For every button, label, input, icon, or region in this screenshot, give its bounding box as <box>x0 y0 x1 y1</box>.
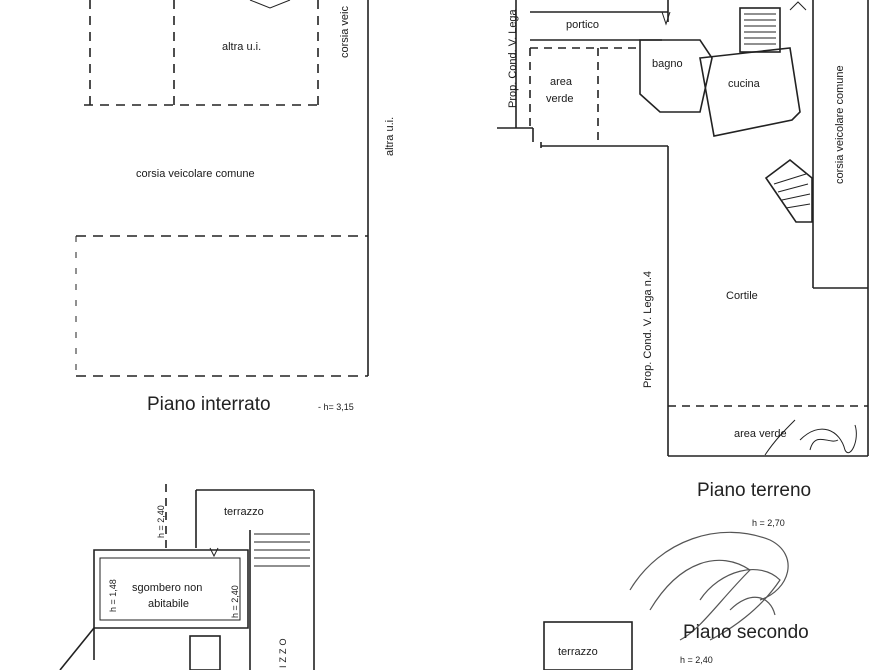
room-area-verde-line1: area <box>550 76 573 88</box>
piano-secondo-walls <box>543 621 633 670</box>
title-piano-interrato: Piano interrato <box>147 394 271 415</box>
room-cucina: cucina <box>728 78 760 90</box>
height-piano-secondo: h = 2,40 <box>680 655 713 665</box>
title-piano-secondo: Piano secondo <box>683 622 809 643</box>
height-label-240-top: h = 2,40 <box>156 505 166 538</box>
piano-terreno-walls <box>497 0 869 457</box>
vertical-text-izzo: IZZO <box>278 635 288 669</box>
height-label-240-mid: h = 2,40 <box>230 585 240 618</box>
room-corsia-comune-interrato: corsia veicolare comune <box>136 168 255 180</box>
neighbor-left-label: Prop. Cond. V. Lega n.4 <box>642 270 654 388</box>
room-area-verde-line2: verde <box>546 93 574 105</box>
title-piano-terreno: Piano terreno <box>697 480 812 501</box>
room-altra-ui-right: altra u.i. <box>384 116 396 156</box>
room-cortile: Cortile <box>726 290 758 302</box>
signature-stamp <box>629 531 789 641</box>
room-corsia-comune-terreno: corsia veicolare comune <box>834 65 846 184</box>
room-corsia-top: corsia veic <box>339 6 351 58</box>
height-piano-terreno: h = 2,70 <box>752 518 785 528</box>
room-sgombero-line1: sgombero non <box>132 582 203 594</box>
room-altra-ui-top: altra u.i. <box>222 41 262 53</box>
neighbor-top-label: Prop. Cond. V. Lega <box>507 9 519 108</box>
room-terrazzo-primo: terrazzo <box>224 506 264 518</box>
piano-interrato-walls <box>75 0 369 377</box>
room-portico: portico <box>566 19 600 31</box>
room-area-verde-bottom: area verde <box>734 428 787 440</box>
room-bagno: bagno <box>652 58 683 70</box>
height-label-148: h = 1,48 <box>108 579 118 612</box>
height-piano-interrato: - h= 3,15 <box>318 402 354 412</box>
room-terrazzo-secondo: terrazzo <box>558 646 598 658</box>
room-sgombero-line2: abitabile <box>148 598 189 610</box>
piano-primo-walls <box>59 484 315 670</box>
